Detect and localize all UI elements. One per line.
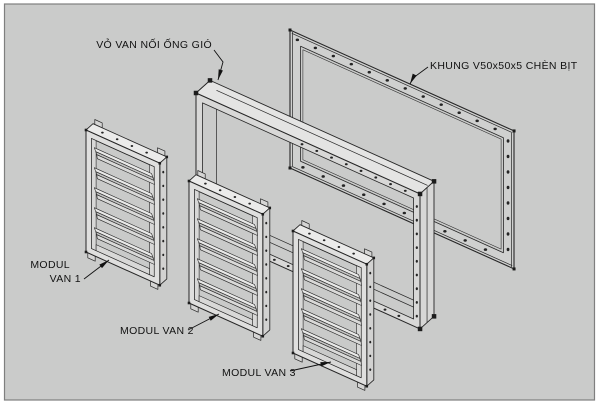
module1-label: MODUL VAN 1 bbox=[30, 259, 110, 285]
module1-label-leader-arrow-icon bbox=[99, 260, 109, 269]
khung-frame bbox=[288, 28, 516, 271]
module3-label-leader-arrow-icon bbox=[320, 362, 331, 367]
module3-label: MODUL VAN 3 bbox=[222, 361, 332, 379]
module1-label-text: VAN 1 bbox=[50, 273, 81, 285]
module2-label-leader-arrow-icon bbox=[208, 314, 219, 321]
module2-label: MODUL VAN 2 bbox=[120, 313, 220, 337]
casing-label-text: VỎ VAN NỐI ỐNG GIÓ bbox=[96, 37, 212, 51]
module1-label-text: MODUL bbox=[30, 259, 70, 271]
damper-module-1 bbox=[84, 119, 169, 290]
khung-label-text: KHUNG V50x50x5 CHÈN BỊT bbox=[430, 59, 578, 72]
module2-label-text: MODUL VAN 2 bbox=[120, 325, 194, 337]
damper-module-2 bbox=[187, 170, 272, 341]
casing-label-leader-arrow-icon bbox=[218, 69, 223, 80]
khung-label: KHUNG V50x50x5 CHÈN BỊT bbox=[409, 59, 578, 85]
module3-label-text: MODUL VAN 3 bbox=[222, 367, 296, 379]
casing-label: VỎ VAN NỐI ỐNG GIÓ bbox=[96, 37, 224, 81]
damper-module-3 bbox=[291, 220, 376, 391]
annotations: VỎ VAN NỐI ỐNG GIÓ KHUNG V50x50x5 CHÈN BỊ… bbox=[30, 37, 577, 379]
khung-label-leader-arrow-icon bbox=[410, 73, 417, 84]
